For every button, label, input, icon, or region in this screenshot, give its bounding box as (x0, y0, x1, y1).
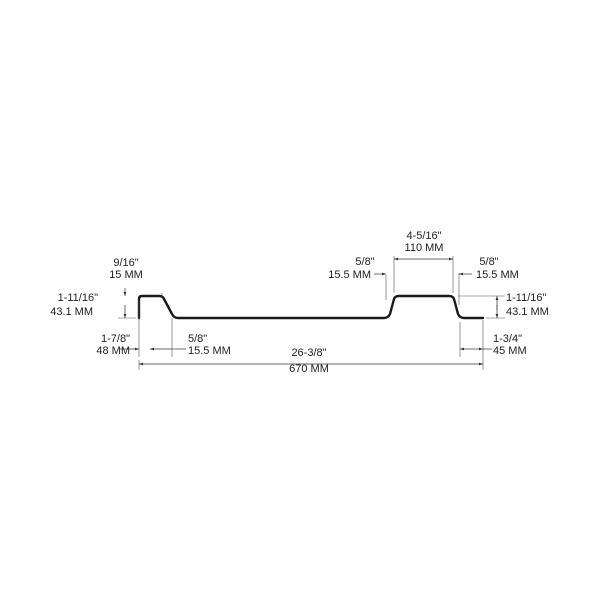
dimension-lines (120, 257, 499, 366)
height-right-in: 1-11/16" (506, 292, 546, 304)
rib-top-in: 4-5/16" (406, 230, 441, 242)
rib-top-left-mm: 15 MM (109, 269, 143, 281)
rib-right-slope-in: 5/8" (479, 256, 498, 268)
rib-top-mm: 110 MM (405, 242, 444, 254)
extension-lines (118, 256, 505, 370)
left-slope-mm: 15.5 MM (188, 345, 231, 357)
rib-top-left-in: 9/16" (113, 257, 138, 269)
left-offset-in: 1-7/8" (101, 333, 130, 345)
panel-profile-line (137, 294, 485, 320)
rib-left-slope-in: 5/8" (355, 256, 374, 268)
height-right-mm: 43.1 MM (506, 306, 549, 318)
rib-left-slope-mm: 15.5 MM (328, 269, 371, 281)
left-offset-mm: 48 MM (96, 345, 130, 357)
rib-right-slope-mm: 15.5 MM (476, 269, 519, 281)
height-left-mm: 43.1 MM (50, 306, 93, 318)
dimension-labels: 9/16" 15 MM 1-11/16" 43.1 MM 1-7/8" 48 M… (50, 230, 549, 375)
right-offset-in: 1-3/4" (493, 333, 522, 345)
height-left-in: 1-11/16" (58, 292, 98, 304)
right-offset-mm: 45 MM (493, 345, 527, 357)
left-slope-in: 5/8" (188, 333, 207, 345)
width-mm: 670 MM (289, 363, 329, 375)
width-in: 26-3/8" (291, 347, 326, 359)
